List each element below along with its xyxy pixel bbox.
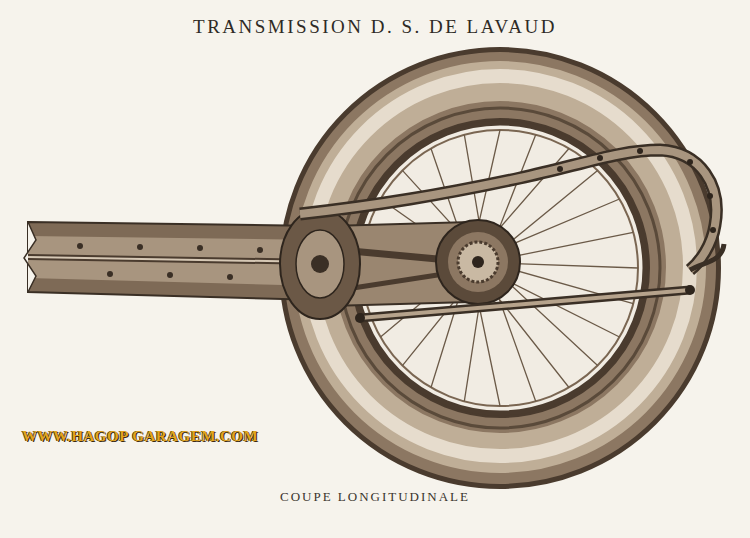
watermark: WWW.HAGOP GARAGEM.COM [22, 428, 258, 445]
wheel-hub [436, 220, 520, 304]
diagram-title: TRANSMISSION D. S. DE LAVAUD [193, 16, 557, 38]
diagram-caption: COUPE LONGITUDINALE [276, 489, 474, 505]
tire [310, 76, 690, 456]
suspension-arm [300, 148, 724, 323]
torque-tube [24, 222, 320, 300]
